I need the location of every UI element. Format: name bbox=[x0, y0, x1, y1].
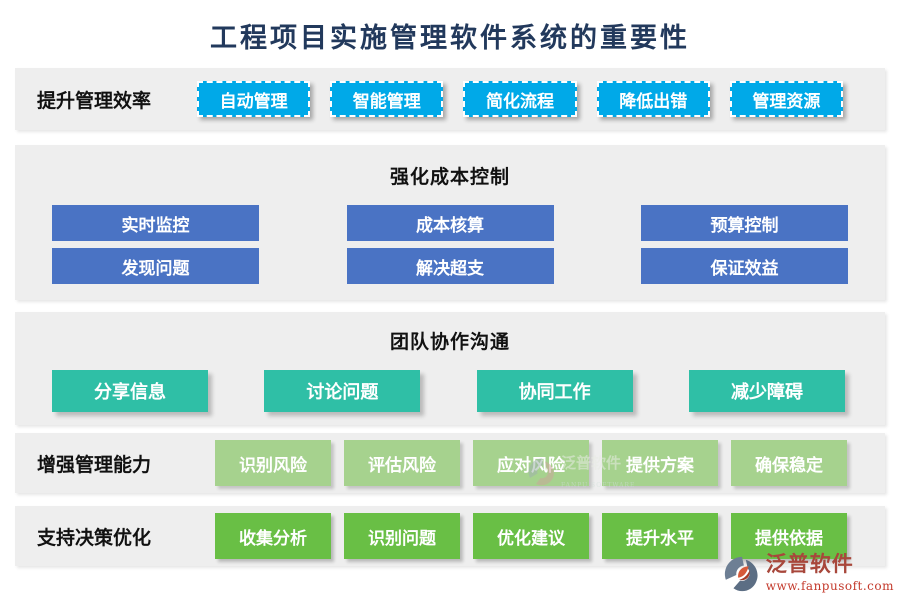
button-reduce-obstacles[interactable]: 减少障碍 bbox=[688, 370, 845, 412]
button-provide-basis[interactable]: 提供依据 bbox=[731, 513, 847, 559]
button-manage-resources[interactable]: 管理资源 bbox=[729, 81, 844, 117]
button-ensure-benefits[interactable]: 保证效益 bbox=[641, 248, 848, 284]
button-identify-problems[interactable]: 识别问题 bbox=[344, 513, 460, 559]
button-strip: 自动管理 智能管理 简化流程 降低出错 管理资源 bbox=[197, 81, 885, 117]
button-smart-manage[interactable]: 智能管理 bbox=[330, 81, 444, 117]
button-raise-level[interactable]: 提升水平 bbox=[602, 513, 718, 559]
button-share-info[interactable]: 分享信息 bbox=[52, 370, 208, 412]
button-reduce-errors[interactable]: 降低出错 bbox=[596, 81, 710, 117]
button-strip: 识别风险 评估风险 应对风险 提供方案 确保稳定 bbox=[215, 440, 885, 486]
button-auto-manage[interactable]: 自动管理 bbox=[197, 81, 311, 117]
section-heading: 强化成本控制 bbox=[389, 166, 510, 188]
section-enhance-capability: 增强管理能力 识别风险 评估风险 应对风险 提供方案 确保稳定 bbox=[15, 433, 885, 493]
button-budget-control[interactable]: 预算控制 bbox=[641, 205, 848, 241]
section-cost-control: 强化成本控制 实时监控 成本核算 预算控制 发现问题 解决超支 保证效益 bbox=[15, 145, 885, 300]
section-team-collaboration: 团队协作沟通 分享信息 讨论问题 协同工作 减少障碍 bbox=[15, 312, 885, 425]
button-cost-accounting[interactable]: 成本核算 bbox=[346, 205, 554, 241]
watermark-url[interactable]: www.fanpusoft.com bbox=[765, 579, 894, 593]
section-label: 支持决策优化 bbox=[37, 526, 152, 549]
button-ensure-stability[interactable]: 确保稳定 bbox=[731, 440, 847, 486]
button-work-together[interactable]: 协同工作 bbox=[476, 370, 633, 412]
button-grid: 实时监控 成本核算 预算控制 发现问题 解决超支 保证效益 bbox=[52, 205, 848, 284]
bottom-right-watermark: 泛普软件 www.fanpusoft.com bbox=[723, 553, 894, 594]
button-optimize-suggestions[interactable]: 优化建议 bbox=[473, 513, 589, 559]
button-realtime-monitor[interactable]: 实时监控 bbox=[52, 205, 259, 241]
section-label: 增强管理能力 bbox=[37, 453, 152, 476]
button-discuss-issues[interactable]: 讨论问题 bbox=[264, 370, 421, 412]
button-identify-risk[interactable]: 识别风险 bbox=[215, 440, 331, 486]
button-collect-analyze[interactable]: 收集分析 bbox=[215, 513, 331, 559]
button-assess-risk[interactable]: 评估风险 bbox=[344, 440, 460, 486]
section-improve-efficiency: 提升管理效率 自动管理 智能管理 简化流程 降低出错 管理资源 bbox=[15, 68, 885, 130]
button-simplify-process[interactable]: 简化流程 bbox=[463, 81, 577, 117]
page-title: 工程项目实施管理软件系统的重要性 bbox=[210, 23, 690, 54]
section-label: 提升管理效率 bbox=[37, 89, 152, 112]
section-decision-optimization: 支持决策优化 收集分析 识别问题 优化建议 提升水平 提供依据 bbox=[15, 506, 885, 566]
button-respond-risk[interactable]: 应对风险 bbox=[473, 440, 589, 486]
button-solve-overruns[interactable]: 解决超支 bbox=[346, 248, 554, 284]
button-provide-solutions[interactable]: 提供方案 bbox=[602, 440, 718, 486]
section-heading: 团队协作沟通 bbox=[389, 331, 510, 353]
watermark-brand: 泛普软件 bbox=[765, 551, 854, 576]
button-row: 分享信息 讨论问题 协同工作 减少障碍 bbox=[52, 370, 845, 412]
button-find-problems[interactable]: 发现问题 bbox=[52, 248, 259, 284]
button-strip: 收集分析 识别问题 优化建议 提升水平 提供依据 bbox=[215, 513, 885, 559]
fanpu-logo-icon bbox=[723, 555, 761, 593]
